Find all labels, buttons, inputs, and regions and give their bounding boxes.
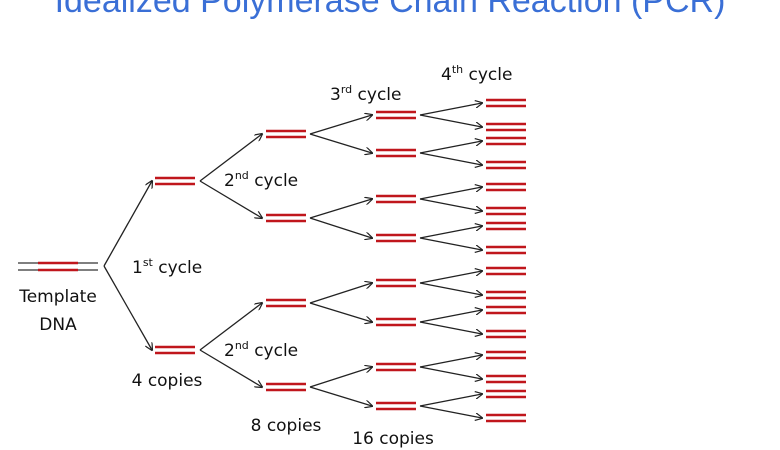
replication-arrows [103,103,482,418]
arrow-to-cycle4-9 [419,271,482,284]
arrow-to-cycle4-5 [419,187,482,200]
arrow-to-cycle1-1 [103,181,152,267]
dna-copy-cycle4-16 [486,413,526,423]
arrow-to-cycle2-4 [199,349,262,387]
dna-copy-cycle4-4 [486,160,526,170]
arrow-to-cycle4-12 [419,321,482,334]
dna-copy-cycle2-2 [266,213,306,223]
arrow-to-cycle2-3 [199,303,262,351]
cycle-4-label: 4th cycle [441,63,512,85]
dna-strands [18,98,526,423]
arrow-to-cycle4-16 [419,405,482,418]
arrow-to-cycle4-3 [419,141,482,154]
cycle-2-label-bottom: 2nd cycle [224,339,298,361]
dna-copy-cycle3-3 [376,194,416,204]
copies-8-label: 8 copies [251,416,322,436]
dna-copy-cycle3-5 [376,278,416,288]
dna-copy-cycle2-3 [266,298,306,308]
arrow-to-cycle3-4 [309,217,372,238]
cycle-3-label: 3rd cycle [330,83,401,105]
dna-copy-cycle4-2 [486,122,526,132]
dna-copy-cycle1-1 [155,176,195,186]
arrow-to-cycle4-1 [419,103,482,116]
dna-copy-cycle4-3 [486,136,526,146]
arrow-to-cycle3-7 [309,367,372,388]
template-dna [18,261,98,272]
dna-copy-cycle4-1 [486,98,526,108]
arrow-to-cycle3-3 [309,199,372,219]
dna-copy-cycle4-10 [486,290,526,300]
arrow-to-cycle2-1 [199,134,262,182]
arrow-to-cycle4-11 [419,310,482,323]
dna-copy-cycle4-7 [486,221,526,231]
dna-copy-cycle3-8 [376,401,416,411]
arrow-to-cycle4-2 [419,114,482,127]
dna-copy-cycle3-1 [376,110,416,120]
template-label-line1: Template [18,287,97,307]
dna-copy-cycle4-6 [486,206,526,216]
arrow-to-cycle4-8 [419,237,482,250]
dna-copy-cycle3-4 [376,233,416,243]
arrow-to-cycle4-7 [419,226,482,239]
dna-copy-cycle3-2 [376,148,416,158]
dna-copy-cycle1-2 [155,345,195,355]
arrow-to-cycle4-15 [419,394,482,407]
arrow-to-cycle3-8 [309,386,372,406]
dna-copy-cycle4-13 [486,350,526,360]
arrow-to-cycle4-13 [419,355,482,368]
cycle-2-label-top: 2nd cycle [224,169,298,191]
dna-copy-cycle4-9 [486,266,526,276]
arrow-to-cycle3-1 [309,115,372,135]
copies-16-label: 16 copies [352,429,434,449]
dna-copy-cycle3-7 [376,362,416,372]
dna-copy-cycle4-8 [486,245,526,255]
arrow-to-cycle4-10 [419,282,482,295]
arrow-to-cycle4-6 [419,198,482,211]
arrow-to-cycle2-2 [199,180,262,218]
dna-copy-cycle2-4 [266,382,306,392]
arrow-to-cycle3-6 [309,302,372,322]
arrow-to-cycle4-4 [419,152,482,165]
arrow-to-cycle3-5 [309,283,372,304]
dna-copy-cycle4-12 [486,329,526,339]
dna-copy-cycle3-6 [376,317,416,327]
arrow-to-cycle4-14 [419,366,482,379]
diagram-title: Idealized Polymerase Chain Reaction (PCR… [55,0,726,20]
dna-copy-cycle4-11 [486,305,526,315]
cycle-1-label: 1st cycle [132,256,202,278]
template-label-line2: DNA [39,315,77,335]
dna-copy-cycle4-14 [486,374,526,384]
copies-4-label: 4 copies [132,371,203,391]
dna-copy-cycle2-1 [266,129,306,139]
arrow-to-cycle1-2 [103,265,152,350]
dna-copy-cycle4-15 [486,389,526,399]
arrow-to-cycle3-2 [309,133,372,153]
dna-copy-cycle4-5 [486,182,526,192]
